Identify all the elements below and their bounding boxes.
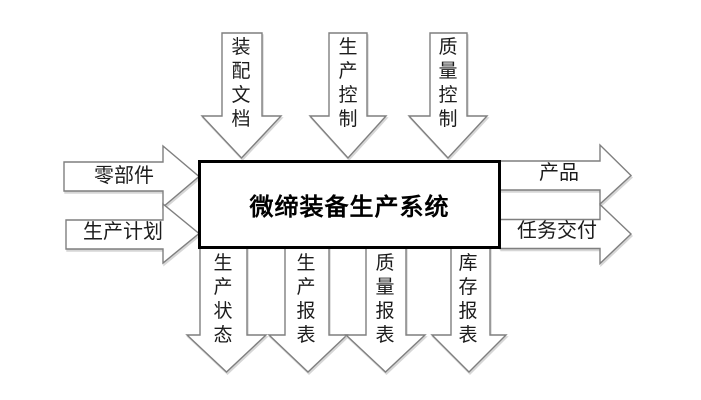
arrow-right-parts (63, 144, 201, 209)
label-production-control: 生产控制 (338, 37, 358, 130)
label-production-report: 生产报表 (296, 253, 316, 346)
arrow-right-production-plan (65, 202, 201, 265)
arrow-down-assembly-docs (200, 32, 283, 160)
label-product: 产品 (539, 162, 579, 184)
arrow-down-quality-control (407, 32, 489, 160)
label-parts: 零部件 (94, 165, 154, 187)
label-quality-report: 质量报表 (375, 253, 395, 346)
label-quality-control: 质量控制 (438, 37, 458, 130)
label-production-status: 生产状态 (213, 253, 233, 346)
arrow-down-production-status (185, 246, 268, 373)
system-box (198, 160, 501, 249)
arrow-down-production-control (308, 32, 388, 160)
arrow-right-product (499, 143, 633, 206)
label-inventory-report: 库存报表 (458, 253, 478, 346)
label-assembly-docs: 装配文档 (231, 37, 251, 130)
arrow-down-production-report (267, 246, 349, 373)
arrow-down-quality-report (344, 246, 427, 373)
arrow-down-inventory-report (430, 246, 508, 373)
system-box-label: 微缔装备生产系统 (249, 193, 450, 221)
label-task-delivery: 任务交付 (517, 220, 597, 242)
label-production-plan: 生产计划 (83, 221, 163, 243)
arrow-right-task-delivery (499, 202, 633, 266)
